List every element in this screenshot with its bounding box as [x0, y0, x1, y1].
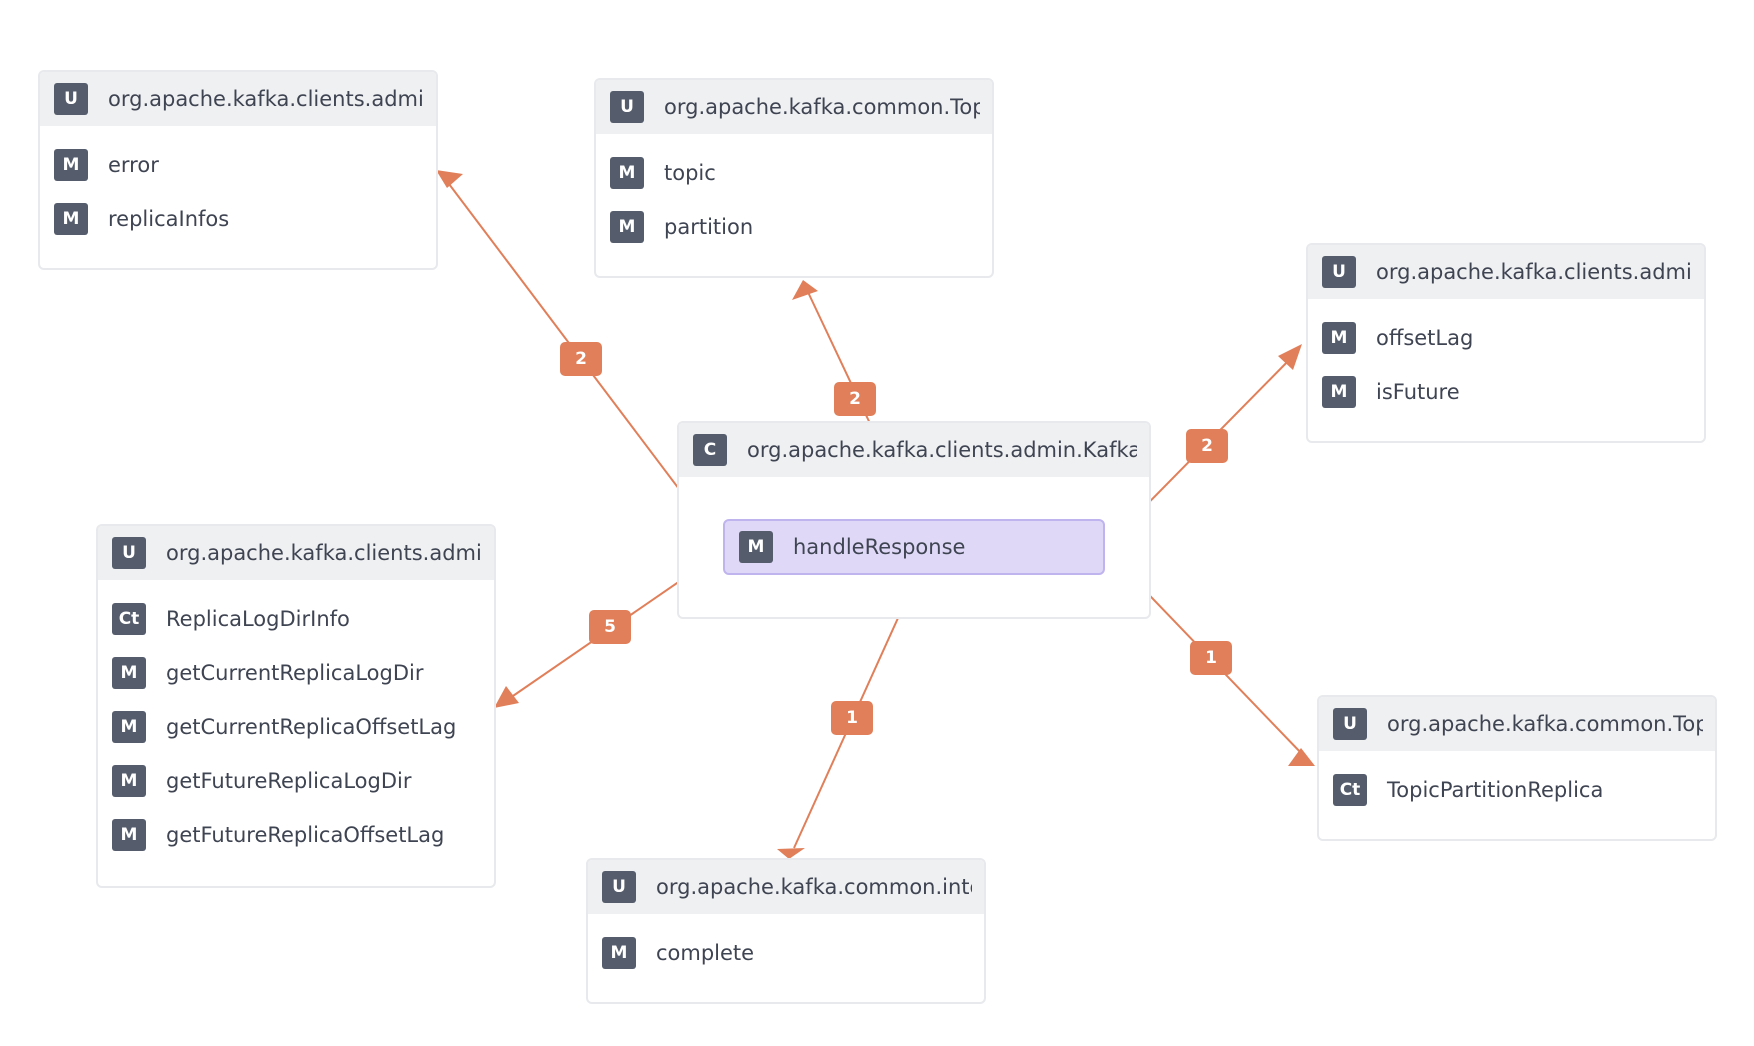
- method-label: handleResponse: [793, 535, 966, 559]
- member-row[interactable]: M offsetLag: [1308, 311, 1688, 365]
- member-badge: M: [610, 157, 644, 189]
- member-label: getFutureReplicaOffsetLag: [166, 823, 445, 847]
- topic-partition-replica-node[interactable]: U org.apache.kafka.common.TopicPartition…: [1317, 695, 1717, 841]
- member-label: offsetLag: [1376, 326, 1474, 350]
- member-badge: M: [112, 765, 146, 797]
- node-header: U org.apache.kafka.common.TopicPartition…: [1319, 697, 1715, 751]
- edge-count-badge[interactable]: 2: [834, 382, 876, 416]
- edge-count-badge[interactable]: 2: [1186, 429, 1228, 463]
- node-title: org.apache.kafka.clients.admin.DescribeR…: [166, 541, 482, 565]
- member-badge: M: [610, 211, 644, 243]
- node-title: org.apache.kafka.clients.admin.ReplicaIn…: [108, 87, 424, 111]
- node-members: Ct TopicPartitionReplica: [1319, 751, 1715, 835]
- node-header: U org.apache.kafka.common.TopicPartition: [596, 80, 992, 134]
- member-label: complete: [656, 941, 755, 965]
- member-badge: M: [602, 937, 636, 969]
- edge-count-badge[interactable]: 2: [560, 342, 602, 376]
- center-class-methods: M handleResponse: [679, 477, 1149, 593]
- admin-class-node-2[interactable]: U org.apache.kafka.clients.admin.Replica…: [1306, 243, 1706, 443]
- member-label: getFutureReplicaLogDir: [166, 769, 412, 793]
- handle-response-method[interactable]: M handleResponse: [723, 519, 1105, 575]
- member-row[interactable]: M getCurrentReplicaLogDir: [98, 646, 478, 700]
- member-label: TopicPartitionReplica: [1387, 778, 1604, 802]
- arrowhead-replica-node: [1288, 748, 1315, 766]
- edge-count-badge[interactable]: 5: [589, 610, 631, 644]
- admin-class-node-3[interactable]: U org.apache.kafka.clients.admin.Describ…: [96, 524, 496, 888]
- edge-count-badge[interactable]: 1: [831, 701, 873, 735]
- usage-badge: U: [112, 537, 146, 569]
- member-label: replicaInfos: [108, 207, 230, 231]
- topic-partition-node[interactable]: U org.apache.kafka.common.TopicPartition…: [594, 78, 994, 278]
- member-row[interactable]: M error: [40, 138, 420, 192]
- member-label: getCurrentReplicaLogDir: [166, 661, 424, 685]
- arrowhead-topic-node: [792, 280, 818, 300]
- node-header: U org.apache.kafka.clients.admin.Replica…: [40, 72, 436, 126]
- center-class-card: C org.apache.kafka.clients.admin.KafkaAd…: [677, 421, 1151, 619]
- admin-class-node-1[interactable]: U org.apache.kafka.clients.admin.Replica…: [38, 70, 438, 270]
- member-label: partition: [664, 215, 754, 239]
- node-members: Ct ReplicaLogDirInfo M getCurrentReplica…: [98, 580, 494, 880]
- node-title: org.apache.kafka.common.TopicPartitionRe…: [1387, 712, 1703, 736]
- member-badge: M: [54, 149, 88, 181]
- member-row[interactable]: M partition: [596, 200, 976, 254]
- node-header: U org.apache.kafka.common.internals.Kafk…: [588, 860, 984, 914]
- arrowhead-admin-node-3: [494, 686, 519, 708]
- member-badge: M: [54, 203, 88, 235]
- member-row[interactable]: M getCurrentReplicaOffsetLag: [98, 700, 478, 754]
- method-badge: M: [739, 531, 773, 563]
- member-label: getCurrentReplicaOffsetLag: [166, 715, 457, 739]
- node-title: org.apache.kafka.common.internals.KafkaF…: [656, 875, 972, 899]
- edge-count-badge[interactable]: 1: [1190, 641, 1232, 675]
- node-header: U org.apache.kafka.clients.admin.Describ…: [98, 526, 494, 580]
- member-row[interactable]: M complete: [588, 926, 968, 980]
- member-row[interactable]: M replicaInfos: [40, 192, 420, 246]
- usage-badge: U: [54, 83, 88, 115]
- member-badge: M: [1322, 376, 1356, 408]
- usage-badge: U: [1333, 708, 1367, 740]
- member-label: ReplicaLogDirInfo: [166, 607, 350, 631]
- node-members: M offsetLag M isFuture: [1308, 299, 1704, 437]
- member-row[interactable]: Ct TopicPartitionReplica: [1319, 763, 1699, 817]
- arrowhead-admin-node-1: [436, 170, 463, 188]
- node-members: M complete: [588, 914, 984, 998]
- member-label: error: [108, 153, 159, 177]
- member-label: isFuture: [1376, 380, 1460, 404]
- member-row[interactable]: Ct ReplicaLogDirInfo: [98, 592, 478, 646]
- member-badge: M: [112, 711, 146, 743]
- usage-badge: U: [602, 871, 636, 903]
- member-badge: M: [112, 657, 146, 689]
- class-badge: C: [693, 434, 727, 466]
- arrowhead-internals-node: [777, 848, 805, 859]
- member-badge: M: [112, 819, 146, 851]
- kafka-future-impl-node[interactable]: U org.apache.kafka.common.internals.Kafk…: [586, 858, 986, 1004]
- node-title: org.apache.kafka.clients.admin.ReplicaIn…: [1376, 260, 1692, 284]
- member-badge: Ct: [112, 603, 146, 635]
- member-badge: Ct: [1333, 774, 1367, 806]
- node-title: org.apache.kafka.common.TopicPartition: [664, 95, 980, 119]
- member-row[interactable]: M isFuture: [1308, 365, 1688, 419]
- usage-badge: U: [1322, 256, 1356, 288]
- member-row[interactable]: M topic: [596, 146, 976, 200]
- arrowhead-admin-node-2: [1278, 344, 1302, 370]
- member-row[interactable]: M getFutureReplicaLogDir: [98, 754, 478, 808]
- node-header: U org.apache.kafka.clients.admin.Replica…: [1308, 245, 1704, 299]
- member-label: topic: [664, 161, 716, 185]
- member-badge: M: [1322, 322, 1356, 354]
- center-class-header: C org.apache.kafka.clients.admin.KafkaAd…: [679, 423, 1149, 477]
- center-class-title: org.apache.kafka.clients.admin.KafkaAdmi…: [747, 438, 1137, 462]
- node-members: M topic M partition: [596, 134, 992, 272]
- member-row[interactable]: M getFutureReplicaOffsetLag: [98, 808, 478, 862]
- node-members: M error M replicaInfos: [40, 126, 436, 264]
- usage-badge: U: [610, 91, 644, 123]
